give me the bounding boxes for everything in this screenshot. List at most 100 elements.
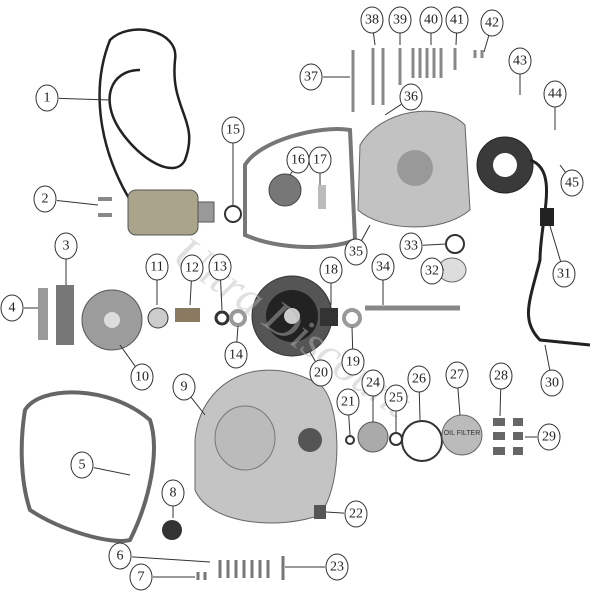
- callout-number: 14: [229, 348, 243, 363]
- callout-number: 36: [404, 90, 418, 105]
- leader-line: [220, 279, 223, 311]
- callout-circle: [129, 563, 153, 591]
- leader-line: [348, 414, 351, 436]
- callout-circle: [399, 83, 423, 111]
- callout-number: 37: [304, 70, 318, 85]
- leader-line: [190, 397, 206, 416]
- callout-42: 42: [480, 9, 504, 53]
- callout-35: 35: [344, 224, 371, 266]
- leader-line: [351, 326, 354, 350]
- leader-line: [236, 325, 239, 343]
- callout-circle: [420, 257, 444, 285]
- callout-circle: [308, 146, 332, 174]
- callout-34: 34: [371, 253, 395, 305]
- leader-line: [549, 225, 562, 262]
- callout-number: 15: [226, 123, 240, 138]
- callout-33: 33: [399, 232, 447, 260]
- callout-17: 17: [308, 146, 332, 185]
- callout-number: 45: [565, 176, 579, 191]
- callout-circle: [221, 116, 245, 144]
- leader-line: [361, 224, 371, 241]
- callout-number: 21: [341, 395, 355, 410]
- callout-20: 20: [309, 351, 333, 387]
- callout-11: 11: [145, 253, 169, 305]
- callout-number: 13: [213, 260, 227, 275]
- callout-number: 33: [404, 239, 418, 254]
- callout-circle: [325, 553, 349, 581]
- leader-line: [58, 97, 111, 101]
- callout-circle: [70, 451, 94, 479]
- leader-line: [325, 511, 345, 514]
- callout-14: 14: [224, 325, 248, 369]
- callout-number: 31: [557, 267, 571, 282]
- callout-number: 22: [349, 507, 363, 522]
- callout-circle: [480, 9, 504, 37]
- callout-40: 40: [419, 6, 443, 45]
- callout-number: 28: [494, 369, 508, 384]
- callout-22: 22: [325, 500, 368, 528]
- callout-number: 18: [324, 263, 338, 278]
- callout-circle: [552, 260, 576, 288]
- callout-number: 8: [170, 486, 177, 501]
- callout-number: 39: [393, 13, 407, 28]
- bottom-bolts: [196, 556, 285, 580]
- callout-circle: [361, 369, 385, 397]
- callout-7: 7: [129, 563, 195, 591]
- callout-number: 7: [138, 570, 145, 585]
- callout-27: 27: [445, 361, 469, 416]
- callout-12: 12: [180, 254, 204, 306]
- callout-39: 39: [388, 6, 412, 45]
- leader-line: [309, 351, 316, 362]
- callout-circle: [388, 6, 412, 34]
- callout-circle: [508, 47, 532, 75]
- callout-number: 11: [150, 260, 163, 275]
- callout-circle: [543, 80, 567, 108]
- leader-line: [455, 32, 458, 46]
- callout-16: 16: [286, 146, 310, 176]
- callout-number: 26: [412, 372, 426, 387]
- callout-19: 19: [341, 326, 365, 376]
- leader-line: [457, 387, 461, 416]
- callout-circle: [161, 479, 185, 507]
- leader-line: [372, 32, 376, 46]
- starter-cable: [98, 28, 191, 201]
- callout-4: 4: [0, 294, 38, 322]
- callout-3: 3: [54, 232, 78, 285]
- leader-line: [559, 164, 566, 173]
- callout-number: 44: [548, 87, 562, 102]
- callout-number: 23: [330, 560, 344, 575]
- plugs: [493, 418, 523, 455]
- callout-number: 20: [314, 366, 328, 381]
- callout-circle: [344, 238, 368, 266]
- callout-number: 25: [389, 391, 403, 406]
- callout-number: 6: [117, 549, 124, 564]
- leader-line: [119, 344, 136, 367]
- leader-line: [131, 556, 211, 563]
- callout-30: 30: [540, 344, 564, 397]
- callout-2: 2: [33, 185, 99, 213]
- callout-circle: [489, 362, 513, 390]
- callout-circle: [445, 6, 469, 34]
- callout-number: 30: [545, 376, 559, 391]
- drain-bolt: [314, 505, 326, 519]
- callout-8: 8: [161, 479, 185, 518]
- callout-18: 18: [319, 256, 343, 305]
- oil-seal: [162, 520, 182, 540]
- callout-number: 17: [313, 153, 327, 168]
- starter-motor: [127, 189, 199, 236]
- callout-circle: [180, 254, 204, 282]
- callout-number: 19: [346, 355, 360, 370]
- callout-number: 16: [291, 153, 305, 168]
- starter-gear: [268, 173, 302, 207]
- callout-6: 6: [108, 542, 211, 570]
- lifter: [175, 308, 200, 322]
- callout-45: 45: [559, 164, 584, 197]
- cover-bolts: [351, 48, 484, 112]
- callout-25: 25: [384, 384, 408, 432]
- callout-circle: [336, 388, 360, 416]
- callout-number: 27: [450, 368, 464, 383]
- callout-29: 29: [525, 423, 561, 451]
- callout-21: 21: [336, 388, 360, 436]
- callout-23: 23: [285, 553, 349, 581]
- callout-circle: [560, 169, 584, 197]
